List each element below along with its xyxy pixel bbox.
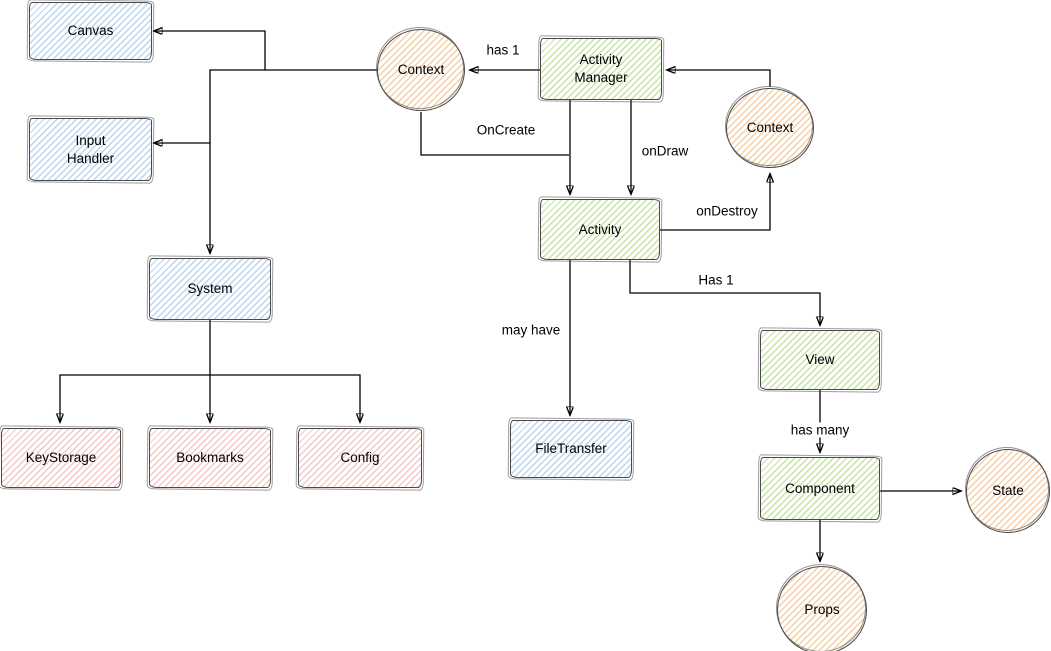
- node-keystorage-label: KeyStorage: [25, 450, 97, 466]
- edge-label-has-many: has many: [787, 422, 853, 438]
- edge-activity-to-view[interactable]: [629, 260, 820, 324]
- node-input-handler[interactable]: Input Handler: [29, 118, 152, 181]
- node-system[interactable]: System: [149, 258, 271, 320]
- edge-label-has-1-view: Has 1: [695, 272, 737, 288]
- edge-label-oncreate: OnCreate: [473, 122, 539, 138]
- node-config[interactable]: Config: [298, 428, 422, 488]
- node-state[interactable]: State: [965, 447, 1050, 533]
- node-view[interactable]: View: [760, 330, 880, 390]
- node-system-label: System: [187, 281, 233, 297]
- node-keystorage[interactable]: KeyStorage: [1, 428, 121, 488]
- node-context-right-label: Context: [746, 120, 794, 136]
- node-activity-label: Activity: [578, 221, 622, 237]
- node-activity-manager-label: Activity Manager: [574, 52, 628, 85]
- node-component-label: Component: [785, 480, 855, 496]
- edge-oncreate-horizontal[interactable]: [420, 112, 569, 156]
- node-filetransfer-label: FileTransfer: [535, 441, 607, 457]
- node-bookmarks-label: Bookmarks: [176, 450, 244, 466]
- node-canvas-label: Canvas: [67, 23, 114, 39]
- node-context-left[interactable]: Context: [376, 27, 465, 111]
- node-view-label: View: [805, 352, 835, 368]
- edge-context-right-to-activity-manager[interactable]: [668, 70, 771, 87]
- edge-system-to-keystorage[interactable]: [60, 374, 210, 421]
- edge-label-ondraw: onDraw: [638, 143, 692, 159]
- node-bookmarks[interactable]: Bookmarks: [149, 428, 271, 488]
- node-filetransfer[interactable]: FileTransfer: [510, 420, 632, 478]
- node-activity-manager[interactable]: Activity Manager: [540, 38, 662, 100]
- node-input-handler-label: Input Handler: [66, 132, 115, 166]
- node-state-label: State: [992, 483, 1024, 499]
- node-props-label: Props: [804, 602, 840, 618]
- edge-context-to-canvas[interactable]: [155, 31, 378, 71]
- node-context-right[interactable]: Context: [725, 86, 814, 168]
- node-config-label: Config: [340, 450, 380, 466]
- node-props[interactable]: Props: [776, 564, 867, 651]
- node-activity[interactable]: Activity: [540, 199, 660, 260]
- node-canvas[interactable]: Canvas: [29, 2, 152, 60]
- edge-activity-to-context-right[interactable]: [660, 175, 770, 231]
- edge-label-ondestroy: onDestroy: [693, 203, 761, 219]
- edge-context-to-input-handler[interactable]: [155, 69, 265, 143]
- edge-label-has-1: has 1: [483, 42, 523, 58]
- edge-label-may-have: may have: [498, 322, 564, 338]
- edge-system-to-config[interactable]: [210, 374, 360, 421]
- node-context-left-label: Context: [397, 62, 445, 78]
- node-component[interactable]: Component: [760, 457, 880, 520]
